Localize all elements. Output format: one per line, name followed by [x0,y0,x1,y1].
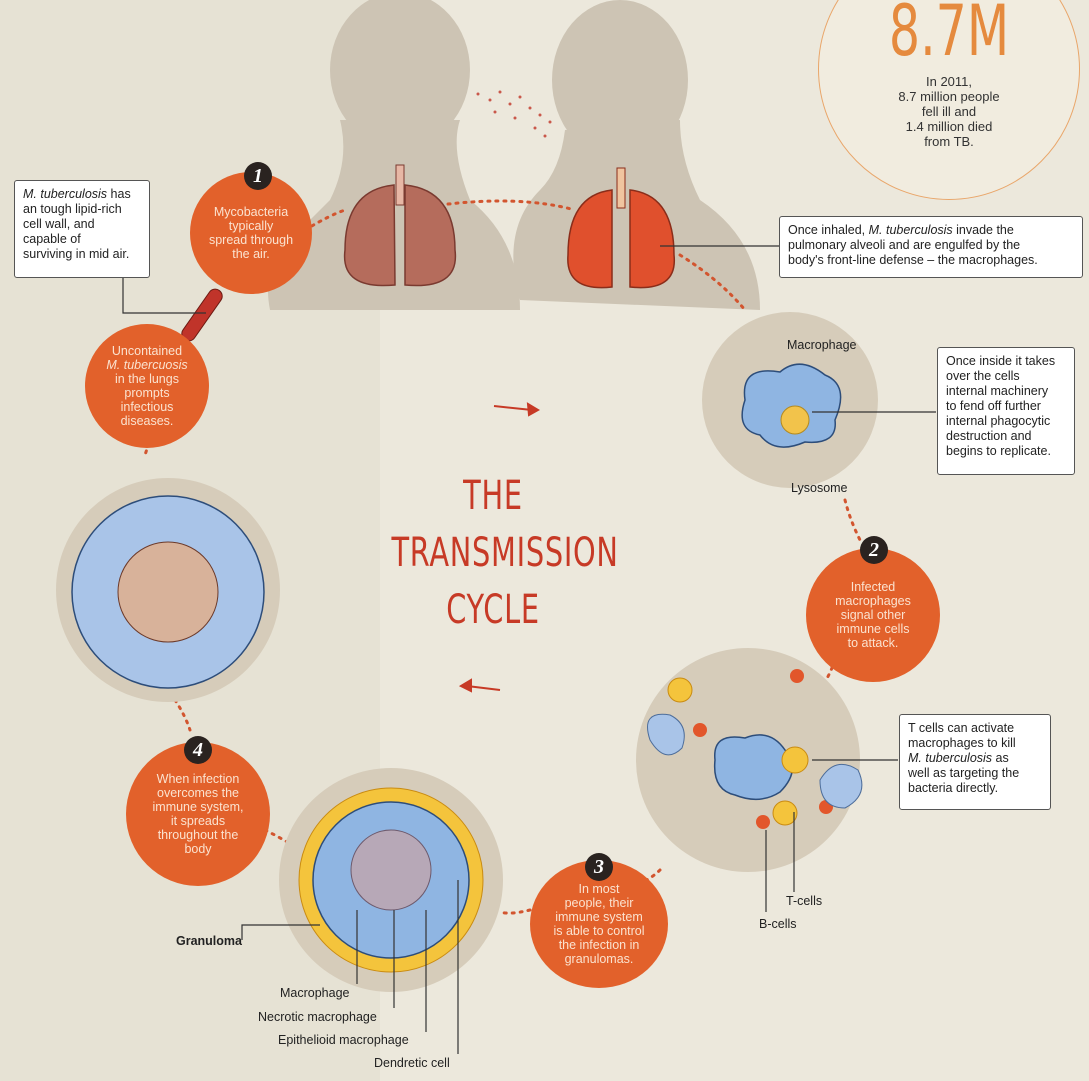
tcells-label: T-cells [786,894,822,908]
macrophage-label: Macrophage [280,986,350,1000]
uncontained-bubble: Uncontained M. tubercuosis in the lungs … [85,324,209,448]
step-1-bubble: Mycobacteria typically spread through th… [190,172,312,294]
stat-description: In 2011, 8.7 million people fell ill and… [858,74,1040,149]
tcells-callout: T cells can activate macrophages to kill… [899,714,1051,810]
necrotic-macrophage-label: Necrotic macrophage [258,1010,377,1024]
spreading-illustration [72,496,264,688]
epithelioid-macrophage-label: Epithelioid macrophage [278,1033,409,1047]
bcells-label: B-cells [759,917,797,931]
step-2-number: 2 [860,536,888,564]
cycle-title: THE TRANSMISSION CYCLE [391,468,594,639]
stat-value: 8.7M [857,0,1040,66]
lysosome-label: Lysosome [791,481,848,495]
granuloma-label: Granuloma [176,934,242,948]
step-1-number: 1 [244,162,272,190]
inhaled-callout: Once inhaled, M. tuberculosis invade the… [779,216,1083,278]
granuloma-illustration [299,788,483,972]
step-2-bubble: Infected macrophages signal other immune… [806,548,940,682]
macrophage-top-label: Macrophage [787,338,857,352]
breath-droplets [477,91,552,138]
cell-wall-callout: M. tuberculosis has an tough lipid-rich … [14,180,150,278]
step-4-number: 4 [184,736,212,764]
macrophage-cell [742,364,840,447]
dendritic-cell-label: Dendretic cell [374,1056,450,1070]
inside-callout: Once inside it takes over the cells inte… [937,347,1075,475]
step-3-number: 3 [585,853,613,881]
